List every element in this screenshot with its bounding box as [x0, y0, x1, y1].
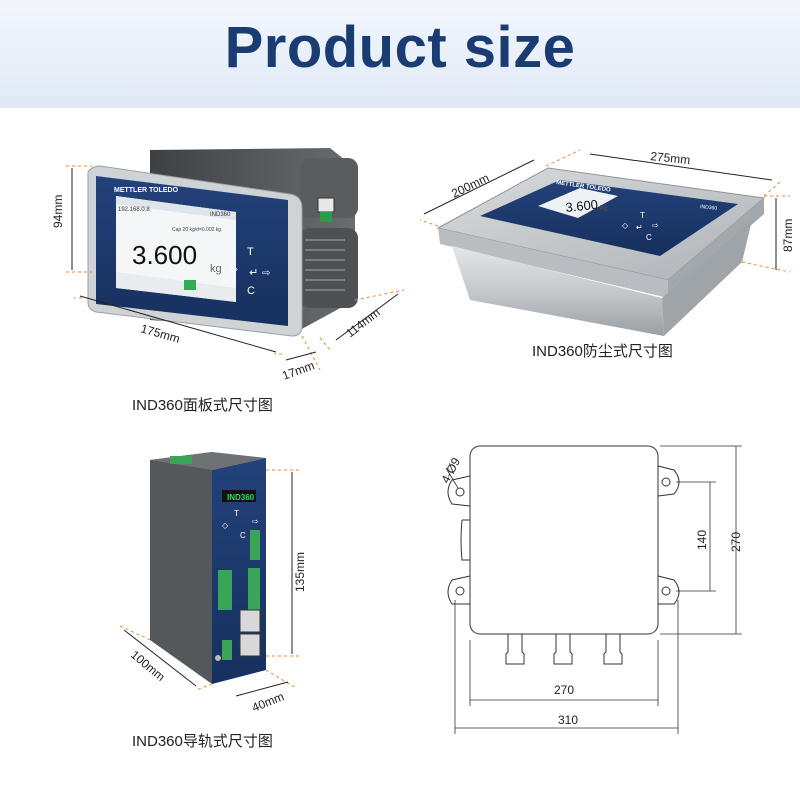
rail-display-label: IND360: [227, 493, 255, 502]
drawing-inner-width-label: 270: [554, 683, 574, 697]
dust-proof-illustration: [436, 167, 766, 336]
dust-caption: IND360防尘式尺寸图: [532, 343, 673, 360]
panel-key-clear[interactable]: C: [247, 285, 255, 297]
panel-model: IND360: [210, 212, 231, 218]
svg-text:⇨: ⇨: [252, 517, 259, 526]
drawing-dimension-lines: [445, 445, 742, 734]
svg-text:↵: ↵: [636, 223, 643, 232]
drawing-height-label: 270: [729, 532, 743, 552]
rail-width-label: 40mm: [250, 689, 286, 714]
svg-text:C: C: [646, 233, 652, 242]
dust-length-label: 275mm: [650, 149, 691, 167]
page-title: Product size: [224, 15, 576, 80]
panel-ip: 192.168.0.8: [118, 207, 150, 213]
panel-width-label: 175mm: [139, 321, 181, 345]
dust-dimension-arrows: [423, 153, 777, 270]
svg-text:T: T: [234, 509, 239, 518]
dust-weight-readout: 3.600: [565, 197, 599, 215]
panel-height-label: 94mm: [51, 195, 65, 228]
svg-text:⇨: ⇨: [652, 221, 659, 230]
panel-key-tare[interactable]: T: [247, 246, 254, 258]
svg-text:T: T: [640, 211, 645, 220]
dust-model: IND360: [700, 204, 718, 212]
panel-illustration: [87, 148, 358, 337]
panel-front-label: 17mm: [280, 358, 316, 383]
dust-weight-unit: kg: [599, 204, 607, 212]
panel-key-menu[interactable]: ⇨: [262, 268, 270, 279]
dust-dimension-lines: [419, 149, 791, 273]
rail-height-label: 135mm: [293, 552, 307, 592]
panel-weight-readout: 3.600: [132, 240, 197, 270]
rail-depth-label: 100mm: [128, 648, 168, 684]
panel-depth-label: 114mm: [343, 305, 382, 340]
rail-dimension-lines: [119, 469, 300, 691]
svg-text:◇: ◇: [222, 521, 229, 530]
drawing-hole-spacing-label: 140: [695, 530, 709, 550]
dust-width-label: 200mm: [449, 171, 491, 201]
rail-caption: IND360导轨式尺寸图: [132, 733, 273, 750]
panel-dimension-arrows: [71, 168, 399, 361]
panel-caption: IND360面板式尺寸图: [132, 397, 273, 414]
svg-text:C: C: [240, 531, 246, 540]
drawing-hole-label: 4-Ø9: [438, 455, 463, 485]
dust-height-label: 87mm: [781, 219, 795, 252]
panel-key-enter[interactable]: ↵: [249, 267, 258, 279]
panel-brand: METTLER TOLEDO: [114, 187, 179, 194]
rail-illustration: [150, 452, 266, 684]
svg-text:◇: ◇: [622, 221, 629, 230]
rail-dimension-arrows: [123, 472, 293, 697]
drawing-outer-width-label: 310: [558, 713, 578, 727]
panel-capacity: Cap 20 kg/d=0.002 kg: [172, 227, 221, 233]
rail-keys[interactable]: T ◇ ⇨ C: [222, 509, 259, 540]
technical-drawing: [447, 445, 680, 665]
header-banner: [0, 0, 800, 108]
panel-weight-unit: kg: [210, 263, 222, 275]
panel-key-zero[interactable]: ◇: [230, 264, 238, 275]
dust-keys[interactable]: T ◇ ↵ C⇨: [622, 211, 659, 242]
